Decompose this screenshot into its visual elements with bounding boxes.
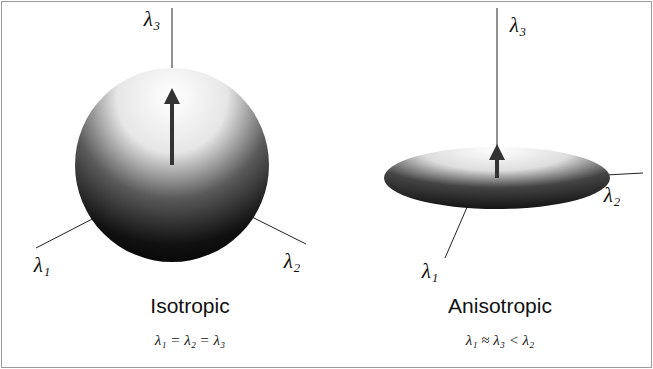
caption: Isotropic (150, 294, 229, 317)
caption: Anisotropic (448, 294, 552, 317)
axis-label: λ₁ (422, 260, 438, 283)
axis-label: λ₂ (604, 184, 620, 207)
axis-label: λ₃ (510, 14, 526, 37)
equation: λ₁ = λ₂ = λ₃ (155, 332, 225, 349)
axis-label: λ₂ (284, 250, 300, 273)
axis-label: λ₃ (144, 8, 160, 31)
equation: λ₁ ≈ λ₃ < λ₂ (466, 332, 535, 349)
axis-label: λ₁ (34, 254, 50, 277)
